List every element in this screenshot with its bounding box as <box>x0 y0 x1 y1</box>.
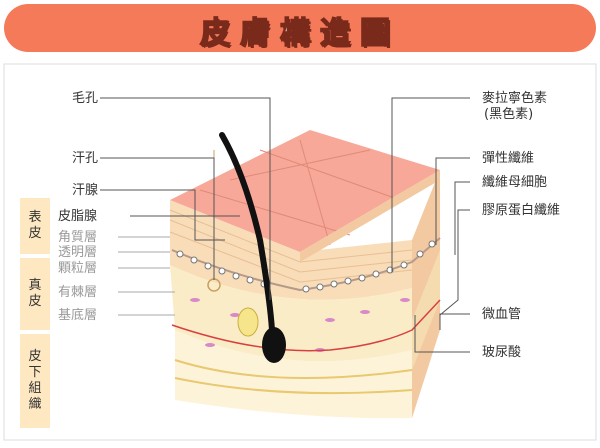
diagram-frame <box>3 63 597 441</box>
dermis-layer <box>170 265 412 362</box>
capillary-line <box>171 299 441 352</box>
label-sweat-pore: 汗孔 <box>72 151 99 166</box>
title-banner: 皮膚構造圖 <box>4 4 596 52</box>
page-title: 皮膚構造圖 <box>199 15 400 52</box>
epidermis-layer <box>170 200 412 300</box>
label-stratum-lucidum: 透明層 <box>58 245 98 260</box>
hair-bulb <box>262 327 286 363</box>
skin-surface <box>170 130 440 252</box>
label-collagen-fiber: 膠原蛋白纖維 <box>482 203 561 218</box>
label-hyaluronic-acid: 玻尿酸 <box>482 345 522 360</box>
hair-shaft <box>219 132 275 333</box>
label-melanin-sub: (黑色素) <box>484 107 534 122</box>
sidebar-subcutis: 皮下組織 <box>20 334 50 428</box>
sebaceous-gland-shape <box>237 307 259 337</box>
subcutis-layer <box>175 330 412 419</box>
label-sebaceous-gland: 皮脂腺 <box>58 209 98 224</box>
label-stratum-corneum: 角質層 <box>58 230 98 245</box>
sidebar-epidermis: 表皮 <box>20 198 50 254</box>
label-stratum-granulosum: 顆粒層 <box>58 261 98 276</box>
label-sweat-gland: 汗腺 <box>72 183 99 198</box>
label-elastic-fiber: 彈性纖維 <box>482 151 535 166</box>
sidebar-dermis: 真皮 <box>20 258 50 330</box>
label-hair: 毛孔 <box>72 91 99 106</box>
label-fibroblast: 纖維母細胞 <box>482 175 548 190</box>
label-stratum-basale: 基底層 <box>58 308 98 323</box>
label-melanin: 麥拉寧色素 <box>482 91 548 106</box>
label-capillary: 微血管 <box>482 307 522 322</box>
label-stratum-spinosum: 有棘層 <box>58 285 98 300</box>
